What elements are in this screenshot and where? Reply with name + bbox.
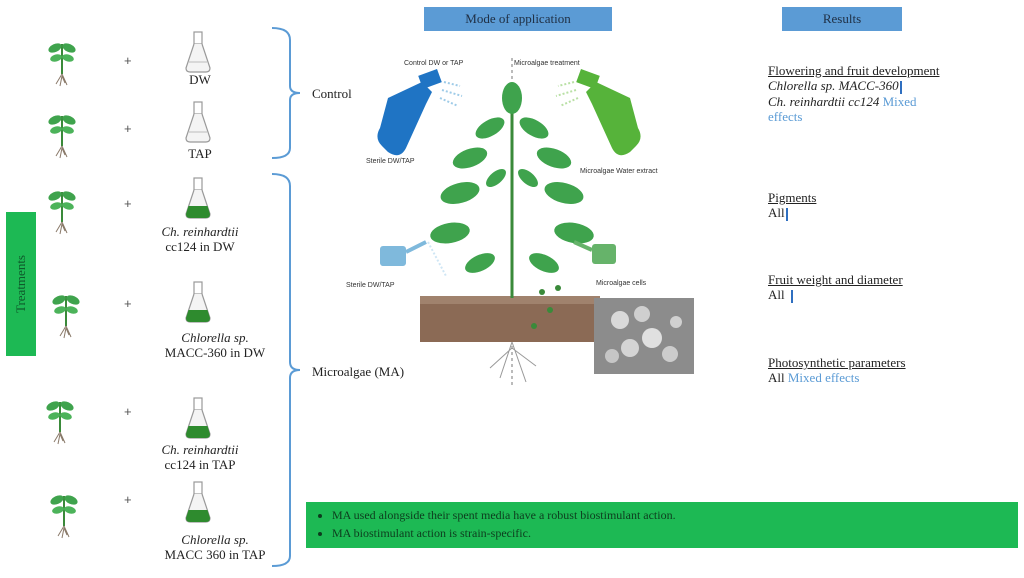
plus-sign: + (124, 404, 132, 419)
mode-of-application-header: Mode of application (424, 7, 612, 31)
flask-icon (185, 31, 211, 73)
row-label-tap: TAP (188, 146, 212, 161)
group-label-microalgae: Microalgae (MA) (312, 364, 405, 379)
spray-bottle-icon (377, 69, 463, 156)
results-header: Results (782, 7, 902, 31)
seedling-icon (45, 40, 79, 87)
microalgae-bracket (271, 173, 300, 567)
row-label-cr-dw: Ch. reinhardtii cc124 in DW (161, 224, 239, 254)
microalgae-cells-micrograph (594, 298, 694, 374)
spray-bottle-icon (555, 69, 641, 156)
plus-sign: + (124, 196, 132, 211)
treatment-rows-graphics (43, 27, 300, 567)
seedling-icon (49, 292, 83, 339)
seedling-icon (47, 492, 81, 539)
label-can-sterile: Sterile DW/TAP (346, 282, 395, 289)
label-can-cells: Microalgae cells (596, 280, 647, 287)
row-label-cr-tap: Ch. reinhardtii cc124 in TAP (161, 442, 239, 472)
row-label-dw: DW (189, 72, 211, 87)
summary-list: MA used alongside their spent media have… (316, 506, 1008, 542)
flask-icon (185, 177, 211, 219)
control-bracket (271, 27, 300, 159)
tomato-plant-icon (430, 82, 594, 298)
result-heading: Photosynthetic parameters (768, 355, 906, 370)
flask-icon (185, 281, 211, 323)
result-heading: Pigments (768, 190, 817, 205)
summary-item: MA biostimulant action is strain-specifi… (332, 524, 1008, 542)
group-label-control: Control (312, 86, 352, 101)
watering-can-icon (531, 240, 616, 329)
plus-sign: + (124, 492, 132, 507)
label-control-dw-tap: Control DW or TAP (404, 60, 464, 67)
label-microalgae-treatment: Microalgae treatment (514, 60, 580, 67)
flask-icon (185, 397, 211, 439)
result-pigments: Pigments All (768, 190, 1018, 221)
seedling-icon (43, 398, 77, 445)
seedling-icon (45, 112, 79, 159)
effect-bar (790, 289, 793, 303)
result-heading: Fruit weight and diameter (768, 272, 903, 287)
mode-of-application-illustration (377, 58, 694, 388)
summary-item: MA used alongside their spent media have… (332, 506, 1008, 524)
result-photosynthetic: Photosynthetic parameters All Mixed effe… (768, 355, 1018, 385)
row-label-chl-dw: Chlorella sp. MACC-360 in DW (164, 330, 266, 360)
effect-bar (785, 207, 788, 221)
result-fruit-weight: Fruit weight and diameter All (768, 272, 1018, 303)
treatments-label-box: Treatments (6, 212, 36, 356)
plus-sign: + (124, 53, 132, 68)
label-spray-sterile: Sterile DW/TAP (366, 158, 415, 165)
plus-sign: + (124, 121, 132, 136)
row-label-chl-tap: Chlorella sp. MACC 360 in TAP (164, 532, 266, 562)
watering-can-icon (380, 240, 447, 277)
seedling-icon (45, 188, 79, 235)
result-heading: Flowering and fruit development (768, 63, 940, 78)
label-spray-water-extract: Microalgae Water extract (580, 168, 658, 175)
summary-box: MA used alongside their spent media have… (306, 502, 1018, 548)
flask-icon (185, 101, 211, 143)
plus-sign: + (124, 296, 132, 311)
effect-bar (899, 80, 902, 94)
flask-icon (185, 481, 211, 523)
result-flowering: Flowering and fruit development Chlorell… (768, 63, 1018, 124)
